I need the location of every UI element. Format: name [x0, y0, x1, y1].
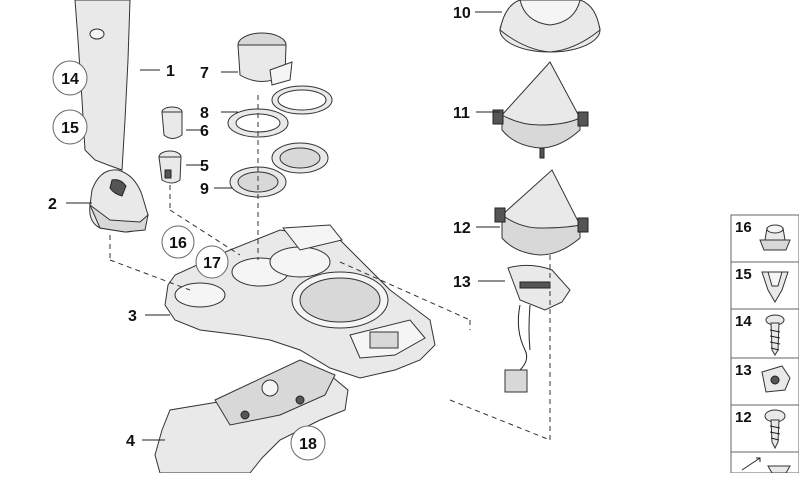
callout-12-label: 12: [453, 220, 471, 237]
legend-13-label: 13: [735, 362, 752, 379]
leader-lines: [66, 11, 505, 441]
callout-17-label: 17: [203, 255, 221, 272]
part-6-plug: [161, 106, 183, 139]
callout-9-label: 9: [200, 181, 209, 198]
legend-item-13: 13: [730, 357, 799, 406]
callout-7-label: 7: [200, 65, 209, 82]
callout-2-label: 2: [48, 196, 57, 213]
part-5-socket: [158, 150, 182, 184]
part-8-ring: [227, 85, 333, 138]
callout-16: 16: [161, 225, 195, 259]
hardware-legend: 16 15 14 13 12: [730, 214, 799, 474]
callout-6-label: 6: [200, 123, 209, 140]
legend-15-label: 15: [735, 266, 752, 283]
callout-10-label: 10: [453, 5, 471, 22]
callout-4-label: 4: [126, 433, 135, 450]
callout-5-label: 5: [200, 158, 209, 175]
legend-14-label: 14: [735, 313, 752, 330]
legend-item-14: 14: [730, 308, 799, 359]
callout-17: 17: [195, 245, 229, 279]
assembly-lines: [109, 95, 551, 441]
part-3-center-console: [164, 224, 436, 379]
callout-11-label: 11: [453, 105, 470, 122]
callout-8-label: 8: [200, 105, 209, 122]
part-13-indicator-plate: [504, 264, 571, 393]
legend-item-partial: [730, 451, 799, 474]
legend-16-label: 16: [735, 219, 752, 236]
callout-3-label: 3: [128, 308, 137, 325]
callout-18-label: 18: [299, 436, 317, 453]
part-10-boot-top: [499, 0, 601, 53]
legend-item-16: 16: [730, 214, 799, 263]
part-9-insert: [229, 142, 329, 198]
callout-18: 18: [290, 425, 326, 461]
callout-14: 14: [52, 60, 88, 96]
callout-16-label: 16: [169, 235, 187, 252]
callout-15-label: 15: [61, 120, 79, 137]
callout-13-label: 13: [453, 274, 471, 291]
part-4-bracket: [154, 359, 349, 474]
callout-1-label: 1: [166, 63, 175, 80]
part-11-shift-boot: [492, 61, 589, 159]
legend-item-15: 15: [730, 261, 799, 310]
legend-12-label: 12: [735, 409, 752, 426]
callout-15: 15: [52, 109, 88, 145]
part-7-cap: [237, 32, 293, 86]
part-12-shift-boot-lower: [494, 169, 589, 256]
callout-14-label: 14: [61, 71, 79, 88]
legend-item-12: 12: [730, 404, 799, 453]
part-2-knob: [88, 169, 149, 233]
